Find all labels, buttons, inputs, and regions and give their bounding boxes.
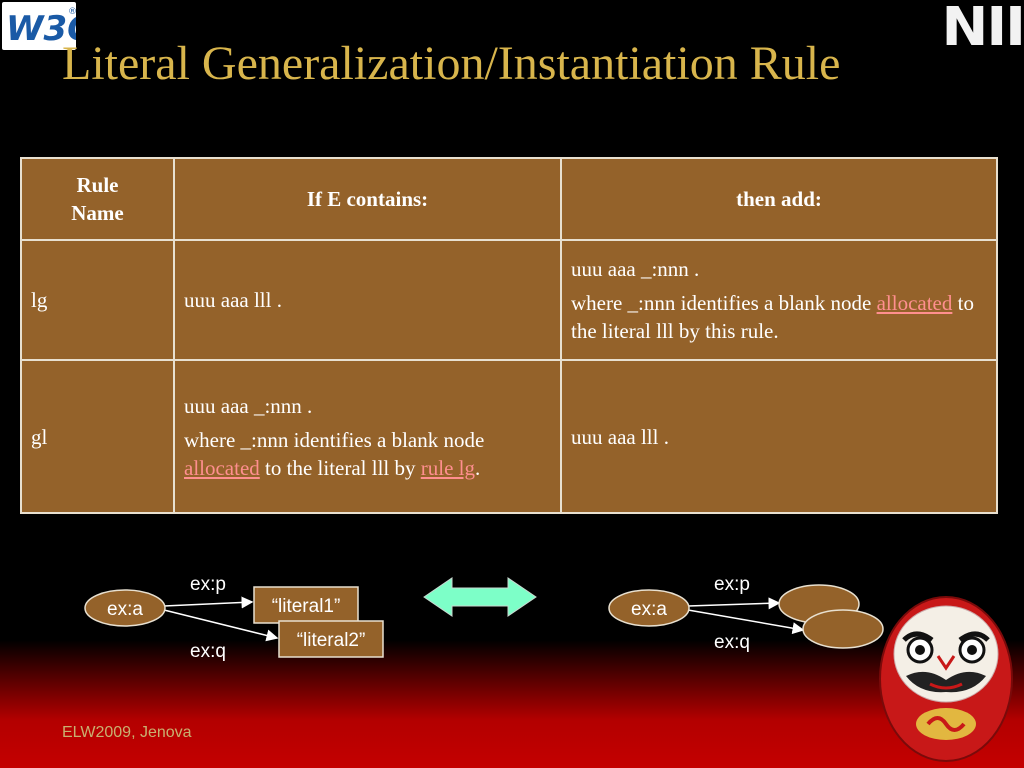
header-rule-name: Rule Name bbox=[20, 157, 175, 241]
rule-name-cell: lg bbox=[20, 239, 175, 361]
description-text: to the literal lll by bbox=[259, 455, 421, 480]
predicate-p-arrow bbox=[687, 597, 781, 610]
double-arrow-icon bbox=[423, 577, 537, 617]
description-text: . bbox=[475, 455, 481, 480]
rule-lg-link[interactable]: rule lg bbox=[420, 455, 475, 480]
then-add-line: uuu aaa _:nnn . bbox=[571, 257, 700, 281]
literal1-node bbox=[253, 586, 359, 624]
if-contains-cell: uuu aaa lll . bbox=[173, 239, 562, 361]
table-row: gl uuu aaa _:nnn . where _:nnn identifie… bbox=[20, 359, 998, 514]
description-text: where _:nnn identifies a blank node bbox=[571, 291, 877, 315]
predicate-p-label: ex:p bbox=[714, 574, 750, 595]
description-text: where _:nnn identifies a blank node bbox=[184, 427, 485, 452]
rule-name-cell: gl bbox=[20, 359, 175, 514]
description-text: to the literal lll by this rule. bbox=[571, 291, 974, 343]
nii-logo: NII bbox=[941, 0, 1024, 59]
predicate-q-arrow bbox=[163, 609, 279, 642]
table-row: lg uuu aaa lll . uuu aaa _:nnn . where _… bbox=[20, 239, 998, 361]
allocated-link[interactable]: allocated bbox=[184, 455, 260, 480]
table-header-row: Rule Name If E contains: then add: bbox=[20, 157, 998, 241]
literal1-label: “literal1” bbox=[272, 596, 341, 617]
subject-node bbox=[608, 589, 690, 627]
allocated-link[interactable]: allocated bbox=[876, 291, 953, 315]
predicate-p-arrow bbox=[163, 596, 254, 609]
header-if-contains: If E contains: bbox=[173, 157, 562, 241]
daruma-doll-image bbox=[879, 596, 1013, 762]
then-add-cell: uuu aaa _:nnn . where _:nnn identifies a… bbox=[560, 239, 998, 361]
blank-node bbox=[802, 609, 884, 649]
literal2-label: “literal2” bbox=[297, 630, 366, 651]
left-graph: ex:a ex:p ex:q “literal1” “literal2” bbox=[84, 574, 384, 662]
if-contains-line: uuu aaa _:nnn . bbox=[184, 393, 313, 418]
header-then-add: then add: bbox=[560, 157, 998, 241]
rule-table: Rule Name If E contains: then add: lg uu… bbox=[20, 157, 998, 514]
subject-label: ex:a bbox=[107, 599, 143, 620]
predicate-q-arrow bbox=[687, 609, 805, 635]
subject-label: ex:a bbox=[631, 599, 667, 620]
subject-node bbox=[84, 589, 166, 627]
then-add-cell: uuu aaa lll . bbox=[560, 359, 998, 514]
if-contains-cell: uuu aaa _:nnn . where _:nnn identifies a… bbox=[173, 359, 562, 514]
literal2-node bbox=[278, 620, 384, 658]
if-contains-description: where _:nnn identifies a blank node allo… bbox=[184, 426, 551, 482]
predicate-p-label: ex:p bbox=[190, 574, 226, 595]
rdf-diagram: ex:a ex:p ex:q “literal1” “literal2” ex:… bbox=[84, 574, 884, 662]
predicate-q-label: ex:q bbox=[190, 641, 226, 662]
predicate-q-label: ex:q bbox=[714, 632, 750, 653]
header-rule-name-text: Rule Name bbox=[71, 173, 124, 225]
w3c-registered-mark: ® bbox=[68, 7, 76, 17]
slide-footer: ELW2009, Jenova bbox=[62, 724, 192, 741]
right-graph: ex:a ex:p ex:q bbox=[608, 574, 884, 653]
then-add-description: where _:nnn identifies a blank node allo… bbox=[571, 289, 987, 345]
slide-title: Literal Generalization/Instantiation Rul… bbox=[62, 37, 841, 90]
